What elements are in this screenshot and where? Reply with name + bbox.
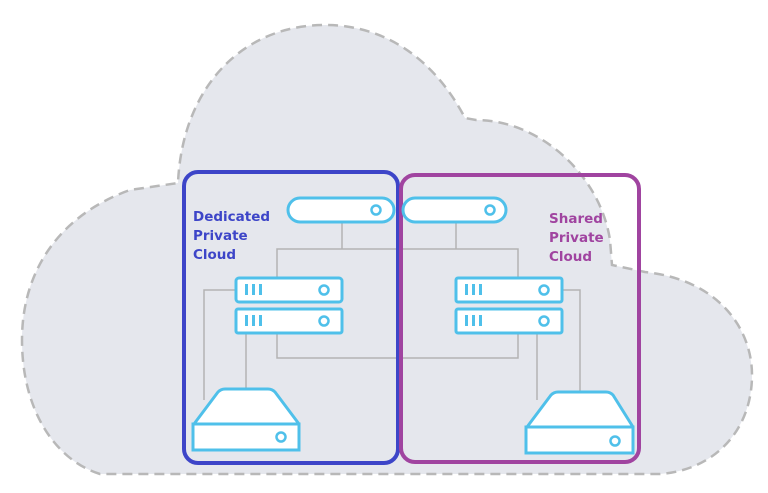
dedicated-private-cloud-box <box>182 170 400 465</box>
dedicated-label: Dedicated Private Cloud <box>193 209 275 263</box>
router-icon <box>286 196 396 224</box>
storage-icon <box>524 390 635 455</box>
dedicated-label-line: Private <box>193 228 248 244</box>
server-icon <box>454 307 564 335</box>
shared-label: Shared Private Cloud <box>549 211 608 265</box>
server-icon <box>454 276 564 304</box>
router-icon <box>401 196 508 224</box>
storage-icon <box>191 387 301 452</box>
server-icon <box>234 276 344 304</box>
shared-label-line: Private <box>549 230 604 246</box>
dedicated-label-line: Cloud <box>193 247 236 263</box>
dedicated-label-line: Dedicated <box>193 209 270 225</box>
shared-label-line: Cloud <box>549 249 592 265</box>
server-icon <box>234 307 344 335</box>
shared-label-line: Shared <box>549 211 603 227</box>
shared-private-cloud-box <box>399 173 641 464</box>
